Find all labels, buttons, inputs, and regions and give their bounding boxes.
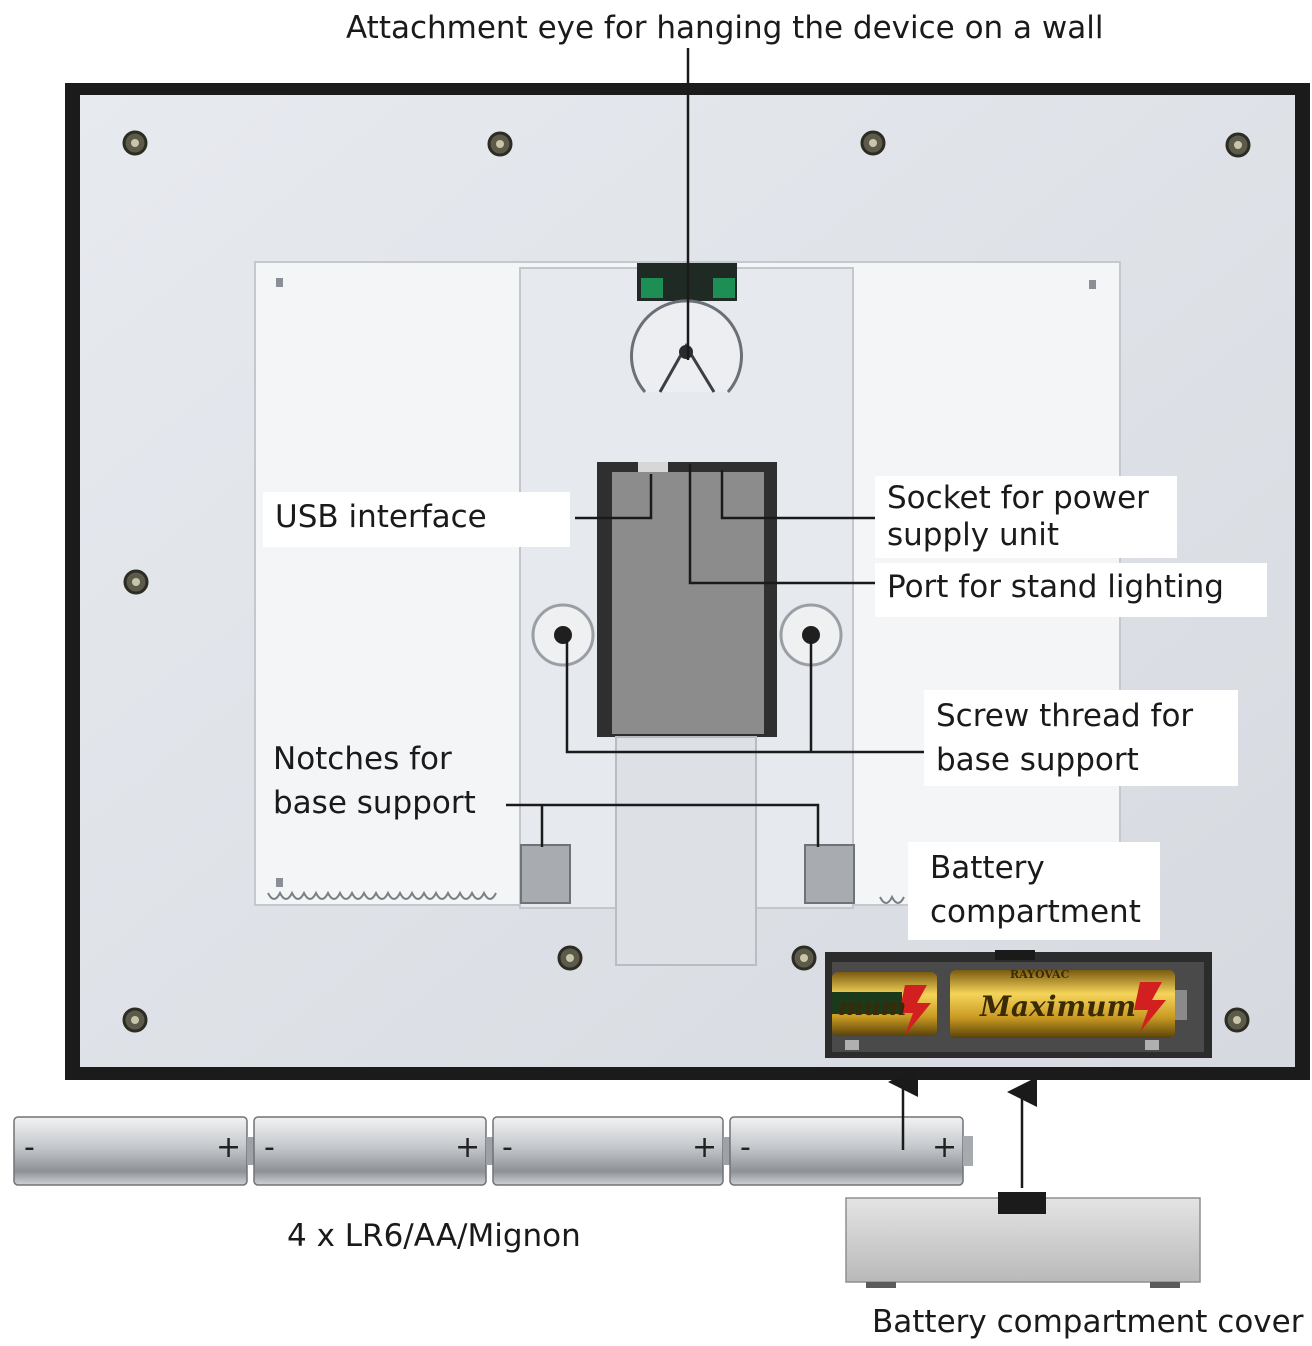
battery-1-plus: + [216,1130,241,1165]
connector-compartment [597,462,777,965]
label-battery-compartment-line1: Battery [930,846,1148,890]
battery-cover [846,1192,1200,1288]
label-socket-power-line1: Socket for power [887,480,1165,517]
label-port-stand: Port for stand lighting [875,563,1267,617]
label-battery-compartment-line2: compartment [930,890,1148,934]
battery-icon [14,1117,973,1185]
label-notches-line2: base support [273,781,476,825]
label-usb-interface: USB interface [263,492,570,547]
battery-2-minus: - [264,1130,275,1165]
label-screw-thread-line1: Screw thread for [936,694,1226,738]
battery-4-minus: - [740,1130,751,1165]
battery-brand-main: Maximum [980,990,1136,1023]
battery-3-minus: - [502,1130,513,1165]
screw-thread-left [533,605,593,665]
label-battery-compartment: Battery compartment [908,842,1160,940]
label-batteries: 4 x LR6/AA/Mignon [275,1212,593,1260]
label-screw-thread: Screw thread for base support [924,690,1238,786]
battery-brand-top: RAYOVAC [1010,968,1069,981]
battery-4-plus: + [932,1130,957,1165]
label-socket-power-line2: supply unit [887,517,1165,554]
label-attachment-eye: Attachment eye for hanging the device on… [334,4,1115,52]
battery-1-minus: - [24,1130,35,1165]
battery-3-plus: + [692,1130,717,1165]
notch-left [521,845,570,903]
label-notches: Notches for base support [261,737,488,829]
notch-right [805,845,854,903]
battery-brand-partial: mum [838,992,906,1021]
battery-2-plus: + [455,1130,480,1165]
label-notches-line1: Notches for [273,737,476,781]
label-socket-power: Socket for power supply unit [875,476,1177,558]
label-screw-thread-line2: base support [936,738,1226,782]
hanging-eye-icon [632,263,742,392]
